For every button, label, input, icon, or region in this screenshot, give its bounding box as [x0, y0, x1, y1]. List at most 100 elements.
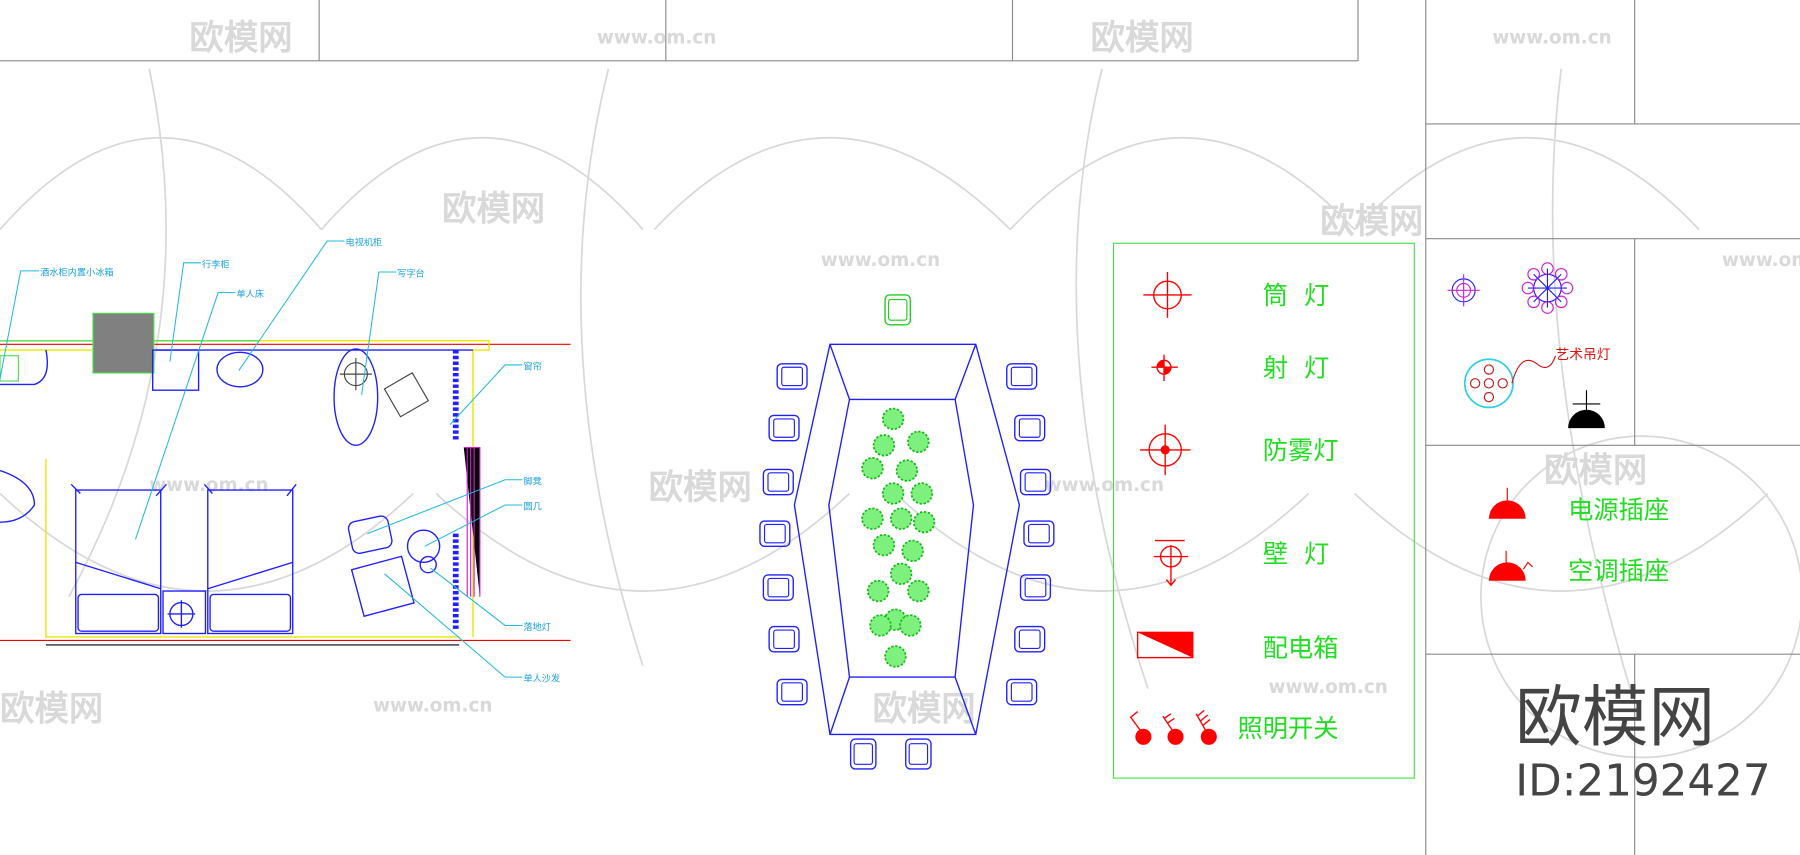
watermark-brand: 欧模网 [1515, 678, 1715, 756]
round-table [406, 529, 441, 564]
plant [872, 434, 896, 457]
plant [889, 562, 913, 586]
label-round-table: 圆几 [523, 502, 541, 513]
wardrobe [92, 312, 155, 374]
chair [762, 468, 794, 496]
chair [759, 520, 791, 547]
downlight-icon [1143, 271, 1192, 318]
label-single-bed: 单人床 [236, 288, 264, 300]
plant [910, 482, 934, 505]
ceiling-light-icon [1447, 274, 1480, 307]
chair [1006, 363, 1038, 390]
chair [1014, 414, 1046, 442]
chair [762, 574, 794, 601]
label-floor-lamp: 落地灯 [523, 621, 551, 633]
spotlight-icon [1151, 354, 1178, 382]
svg-text:欧模网: 欧模网 [0, 690, 103, 730]
legend-box: 筒 灯 射 灯 防雾灯 壁 灯 配电箱 照明开关 [1112, 242, 1415, 779]
svg-text:www.om.cn: www.om.cn [821, 250, 940, 271]
desk [333, 348, 379, 446]
svg-text:欧模网: 欧模网 [189, 18, 292, 58]
double-beds [70, 483, 297, 635]
svg-text:www.om.cn: www.om.cn [373, 696, 492, 717]
chair [1019, 574, 1052, 601]
floor-lamp [419, 555, 437, 574]
plant [881, 482, 905, 505]
svg-text:欧模网: 欧模网 [872, 690, 975, 730]
svg-text:欧模网: 欧模网 [649, 468, 752, 508]
chair [768, 414, 800, 442]
svg-text:www.om.cn: www.om.cn [1492, 28, 1611, 49]
power-socket-icon [1488, 487, 1526, 519]
label-art-chandelier: 艺术吊灯 [1555, 347, 1610, 363]
label-bar-cabinet: 酒水柜内置小冰箱 [40, 266, 113, 278]
label-power-socket: 电源插座 [1568, 496, 1669, 525]
legend-label-downlight: 筒 灯 [1263, 281, 1330, 310]
plant [907, 579, 930, 603]
svg-text:欧模网: 欧模网 [442, 189, 545, 229]
svg-text:www.om.cn: www.om.cn [149, 475, 268, 496]
svg-text:www.om.cn: www.om.cn [1268, 677, 1387, 698]
label-curtain: 窗帘 [523, 361, 541, 373]
desk-chair [383, 372, 430, 418]
bathroom [0, 349, 49, 523]
plant [861, 457, 884, 480]
svg-text:欧模网: 欧模网 [1320, 202, 1423, 242]
chair [1006, 678, 1038, 706]
chair [849, 738, 877, 770]
wall-light-icon [1153, 539, 1189, 587]
plant [901, 539, 924, 563]
tv-cabinet [216, 351, 264, 388]
plant [861, 507, 884, 530]
pendant-lamp-icon [1568, 390, 1605, 429]
plant [872, 533, 896, 557]
legend-label-lighting-switch: 照明开关 [1238, 714, 1339, 743]
crystal-chandelier-icon [1521, 262, 1574, 314]
armchair [350, 555, 415, 618]
label-ac-socket: 空调插座 [1568, 557, 1669, 586]
svg-text:欧模网: 欧模网 [1091, 18, 1194, 58]
legend-label-distribution-box: 配电箱 [1263, 633, 1339, 662]
footstool [347, 515, 393, 554]
chair [884, 294, 912, 326]
right-panel-symbols: 艺术吊灯 电源插座 空调插座 [1447, 262, 1669, 586]
svg-text:欧模网: 欧模网 [1544, 451, 1647, 491]
chair [776, 678, 808, 706]
conference-table-plan [759, 294, 1055, 770]
chair [768, 625, 800, 653]
chair [1019, 468, 1052, 496]
plant [899, 614, 922, 637]
svg-text:www.om.cn: www.om.cn [1722, 250, 1800, 271]
label-tv-cabinet: 电视机柜 [346, 237, 383, 249]
svg-text:www.om.cn: www.om.cn [1045, 475, 1164, 496]
label-luggage-rack: 行李柜 [202, 258, 230, 270]
plant [884, 645, 907, 668]
legend-label-fog-light: 防雾灯 [1263, 436, 1339, 465]
chair [1023, 520, 1055, 547]
chair [905, 738, 932, 770]
plant [866, 579, 890, 603]
label-armchair: 单人沙发 [523, 673, 560, 685]
watermark-text: 欧模网 www.om.cn 欧模网 www.om.cn 欧模网 www.om.c… [0, 18, 1800, 729]
plant [895, 459, 919, 482]
label-desk: 写字台 [397, 268, 425, 280]
plant [912, 510, 936, 534]
plant [881, 407, 905, 431]
plant [907, 430, 930, 454]
fog-proof-light-icon [1139, 424, 1191, 476]
art-chandelier-icon [1463, 355, 1557, 409]
ac-socket-icon [1488, 550, 1533, 581]
chair [1014, 625, 1046, 653]
label-footstool: 脚凳 [523, 476, 541, 487]
conference-table [793, 343, 1021, 736]
legend-label-spotlight: 射 灯 [1263, 353, 1330, 382]
watermark-arcs [0, 68, 1800, 759]
distribution-box-icon [1136, 631, 1194, 659]
legend-label-wall-light: 壁 灯 [1263, 539, 1330, 568]
plant [869, 614, 892, 637]
svg-text:www.om.cn: www.om.cn [597, 28, 716, 49]
watermark-id: ID:2192427 [1515, 756, 1770, 806]
plant [889, 507, 913, 530]
